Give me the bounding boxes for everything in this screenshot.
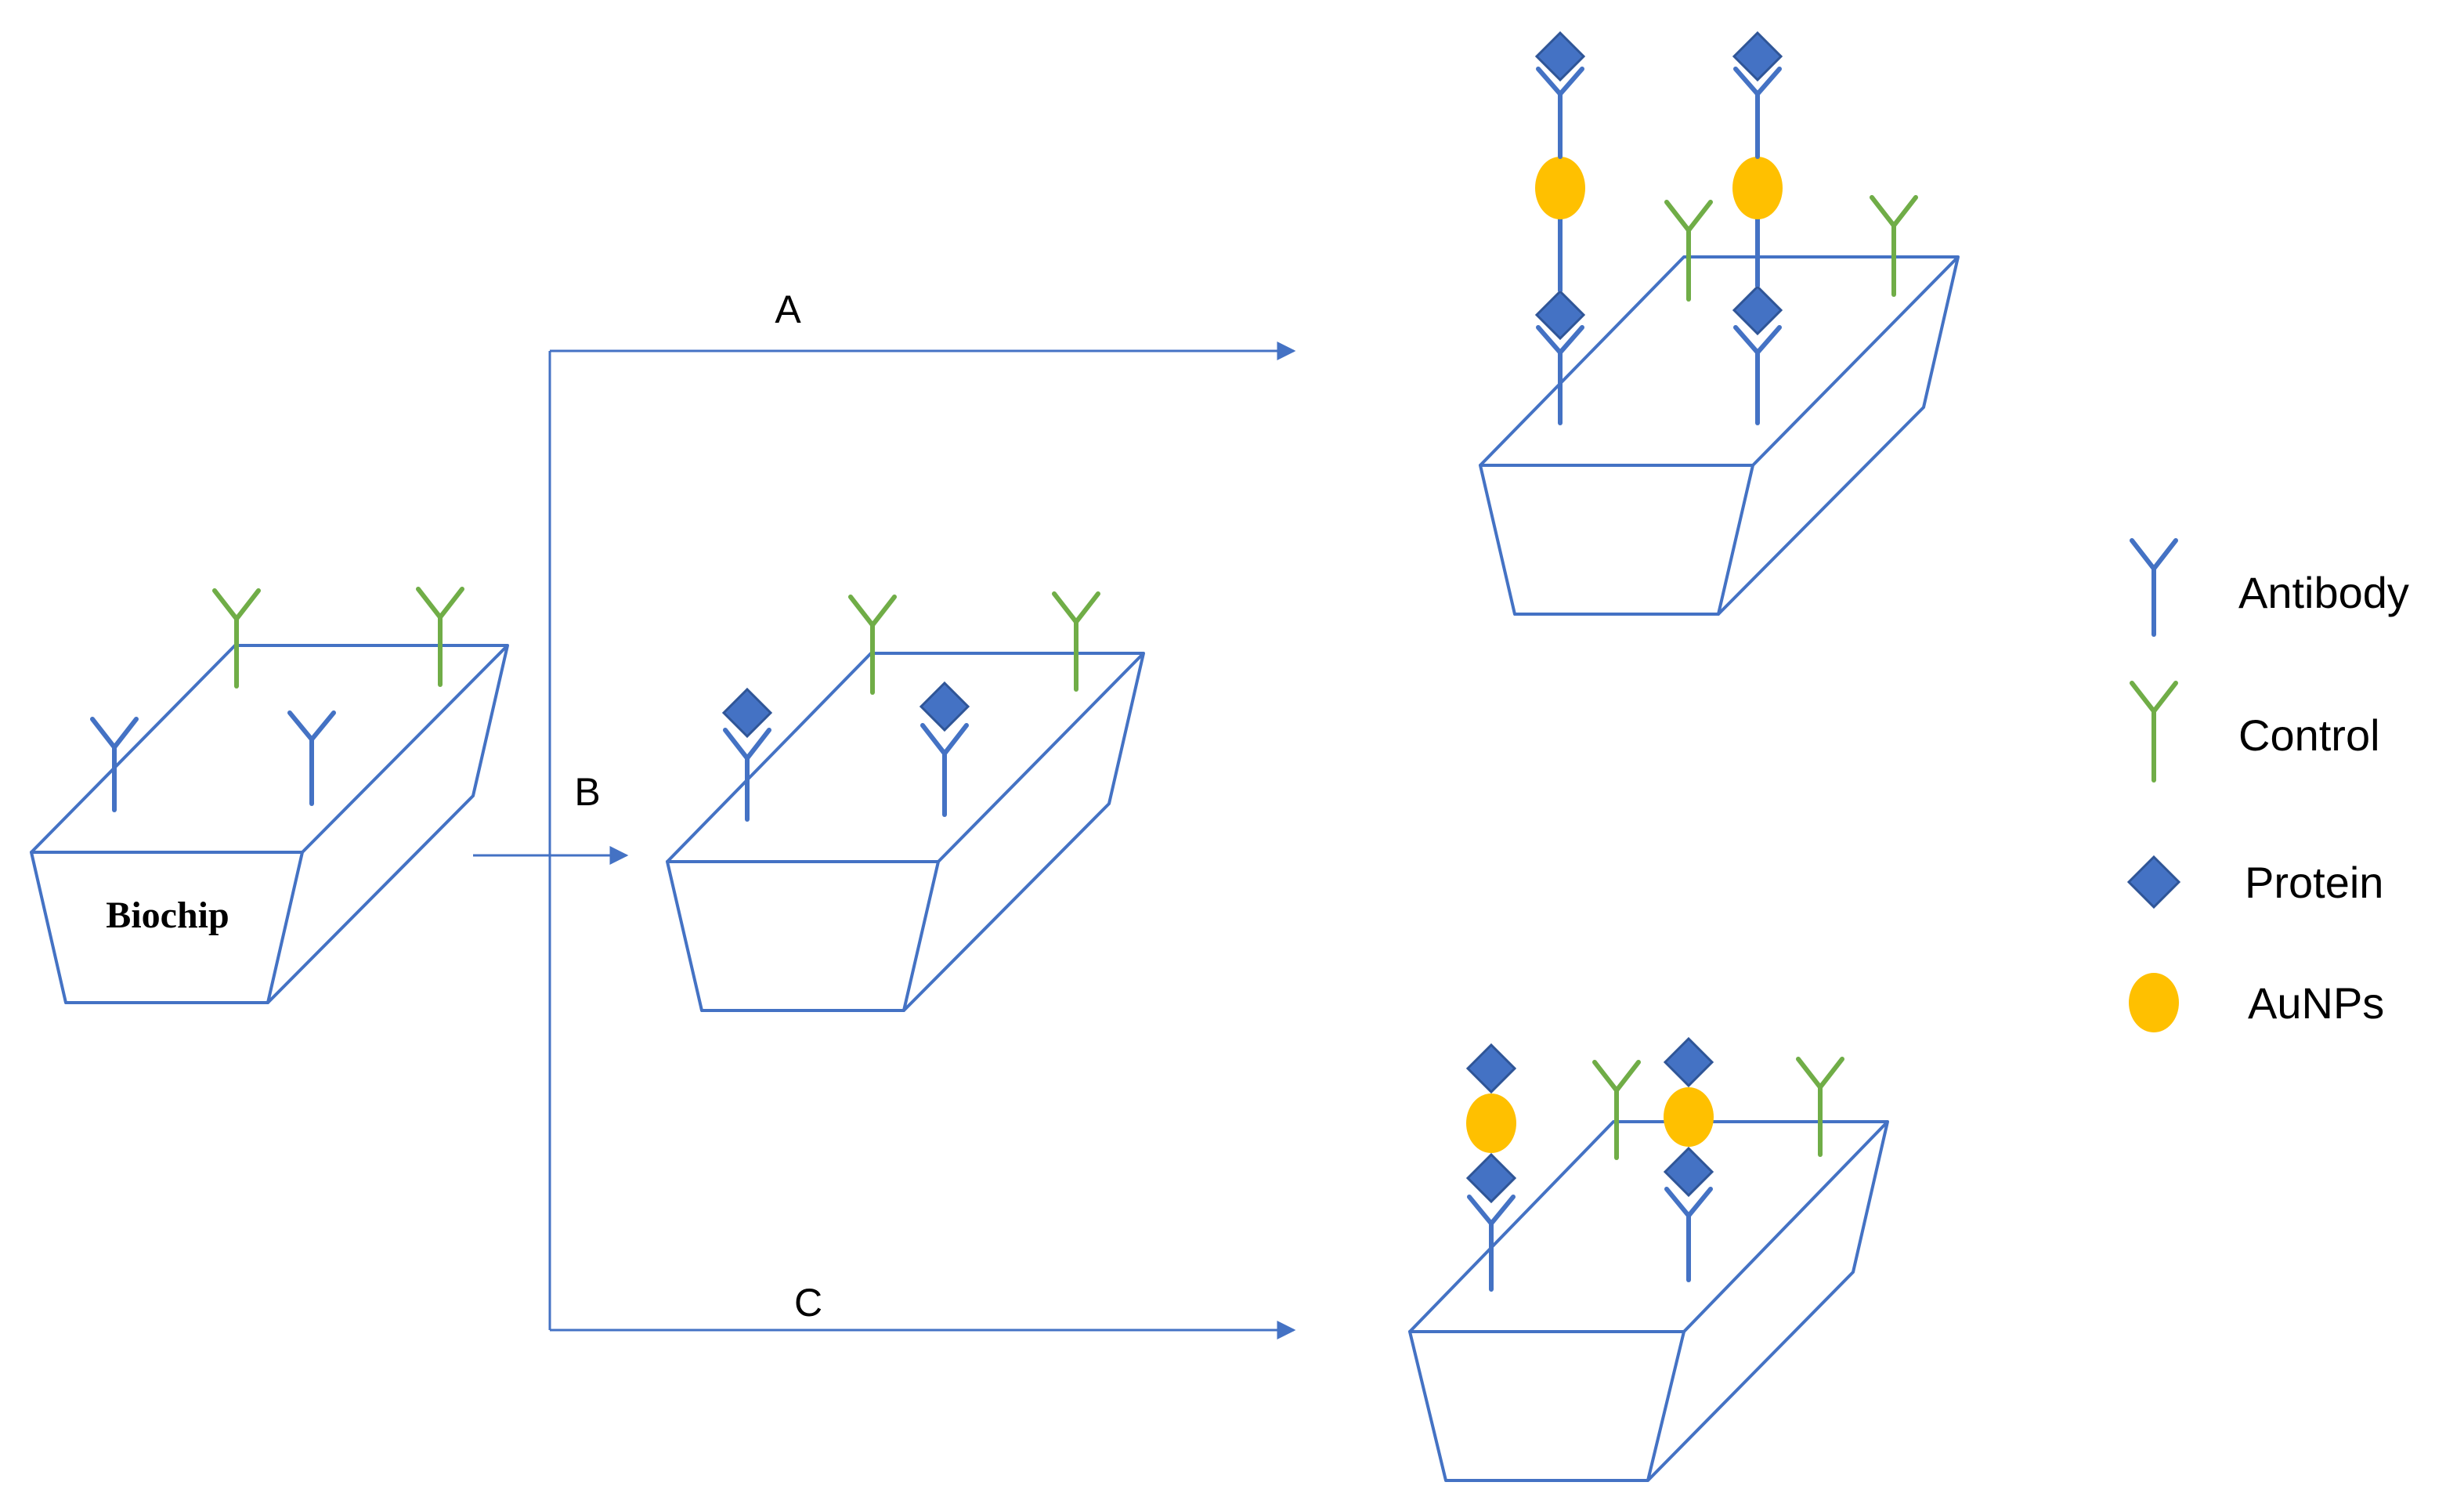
control-1 bbox=[212, 588, 261, 689]
legend-item-protein: Protein bbox=[2126, 855, 2383, 909]
capture-antibody bbox=[1733, 325, 1782, 425]
protein-lower bbox=[1534, 289, 1586, 341]
antibody-icon bbox=[2130, 538, 2178, 637]
legend-label-antibody: Antibody bbox=[2238, 568, 2409, 617]
protein-2 bbox=[919, 681, 970, 732]
antibody-1 bbox=[723, 728, 771, 822]
chip-outline bbox=[30, 644, 509, 1004]
path-label-a: A bbox=[775, 287, 801, 331]
chip-outline bbox=[1408, 1120, 1889, 1482]
aunp bbox=[1535, 157, 1585, 219]
protein-lower bbox=[1732, 284, 1783, 336]
legend-label-aunps: AuNPs bbox=[2248, 978, 2384, 1028]
detection-antibody bbox=[1733, 67, 1782, 159]
sandwich-stack-2 bbox=[1732, 31, 1783, 425]
detection-antibody bbox=[1536, 67, 1584, 159]
control-1 bbox=[1664, 200, 1713, 302]
protein-upper bbox=[1663, 1036, 1714, 1088]
legend-item-aunps: AuNPs bbox=[2129, 973, 2384, 1032]
control-1 bbox=[848, 595, 897, 695]
aunp bbox=[1664, 1087, 1714, 1147]
protein-upper bbox=[1534, 31, 1586, 82]
chip-outline bbox=[1479, 255, 1960, 616]
path-label-c: C bbox=[794, 1281, 822, 1325]
control-1 bbox=[1592, 1060, 1641, 1160]
chip-outline bbox=[666, 652, 1145, 1012]
aunp bbox=[1732, 157, 1783, 219]
control-2 bbox=[1052, 591, 1100, 692]
legend-label-control: Control bbox=[2238, 710, 2380, 760]
protein-1 bbox=[721, 687, 773, 739]
legend-item-control: Control bbox=[2130, 681, 2380, 783]
control-icon bbox=[2130, 681, 2178, 783]
protein-upper bbox=[1732, 31, 1783, 82]
path-label-b: B bbox=[574, 770, 600, 814]
capture-antibody bbox=[1467, 1195, 1516, 1292]
sandwich-stack-2 bbox=[1663, 1036, 1714, 1282]
antibody-2 bbox=[920, 723, 969, 817]
biochip-b bbox=[666, 591, 1145, 1012]
antibody-2 bbox=[287, 710, 336, 806]
biochip-c bbox=[1408, 1036, 1889, 1482]
legend-label-protein: Protein bbox=[2245, 858, 2383, 907]
protein-lower bbox=[1465, 1152, 1517, 1204]
aunp bbox=[1466, 1094, 1516, 1153]
protein-upper bbox=[1465, 1043, 1517, 1094]
control-2 bbox=[1796, 1057, 1844, 1157]
legend: Antibody Control Protein AuNPs bbox=[2126, 538, 2409, 1032]
branch-arrows bbox=[473, 342, 1296, 1339]
antibody-1 bbox=[90, 717, 139, 812]
protein-lower bbox=[1663, 1146, 1714, 1198]
control-2 bbox=[416, 587, 464, 687]
aunp-icon bbox=[2129, 973, 2179, 1032]
control-2 bbox=[1870, 195, 1918, 297]
sandwich-stack-1 bbox=[1534, 31, 1586, 425]
legend-item-antibody: Antibody bbox=[2130, 538, 2409, 637]
capture-antibody bbox=[1536, 325, 1584, 425]
biochip-initial: Biochip bbox=[30, 587, 509, 1004]
biochip-label: Biochip bbox=[106, 895, 229, 936]
biochip-a bbox=[1479, 31, 1960, 616]
sandwich-stack-1 bbox=[1465, 1043, 1517, 1292]
protein-icon bbox=[2126, 855, 2181, 909]
capture-antibody bbox=[1664, 1187, 1713, 1282]
